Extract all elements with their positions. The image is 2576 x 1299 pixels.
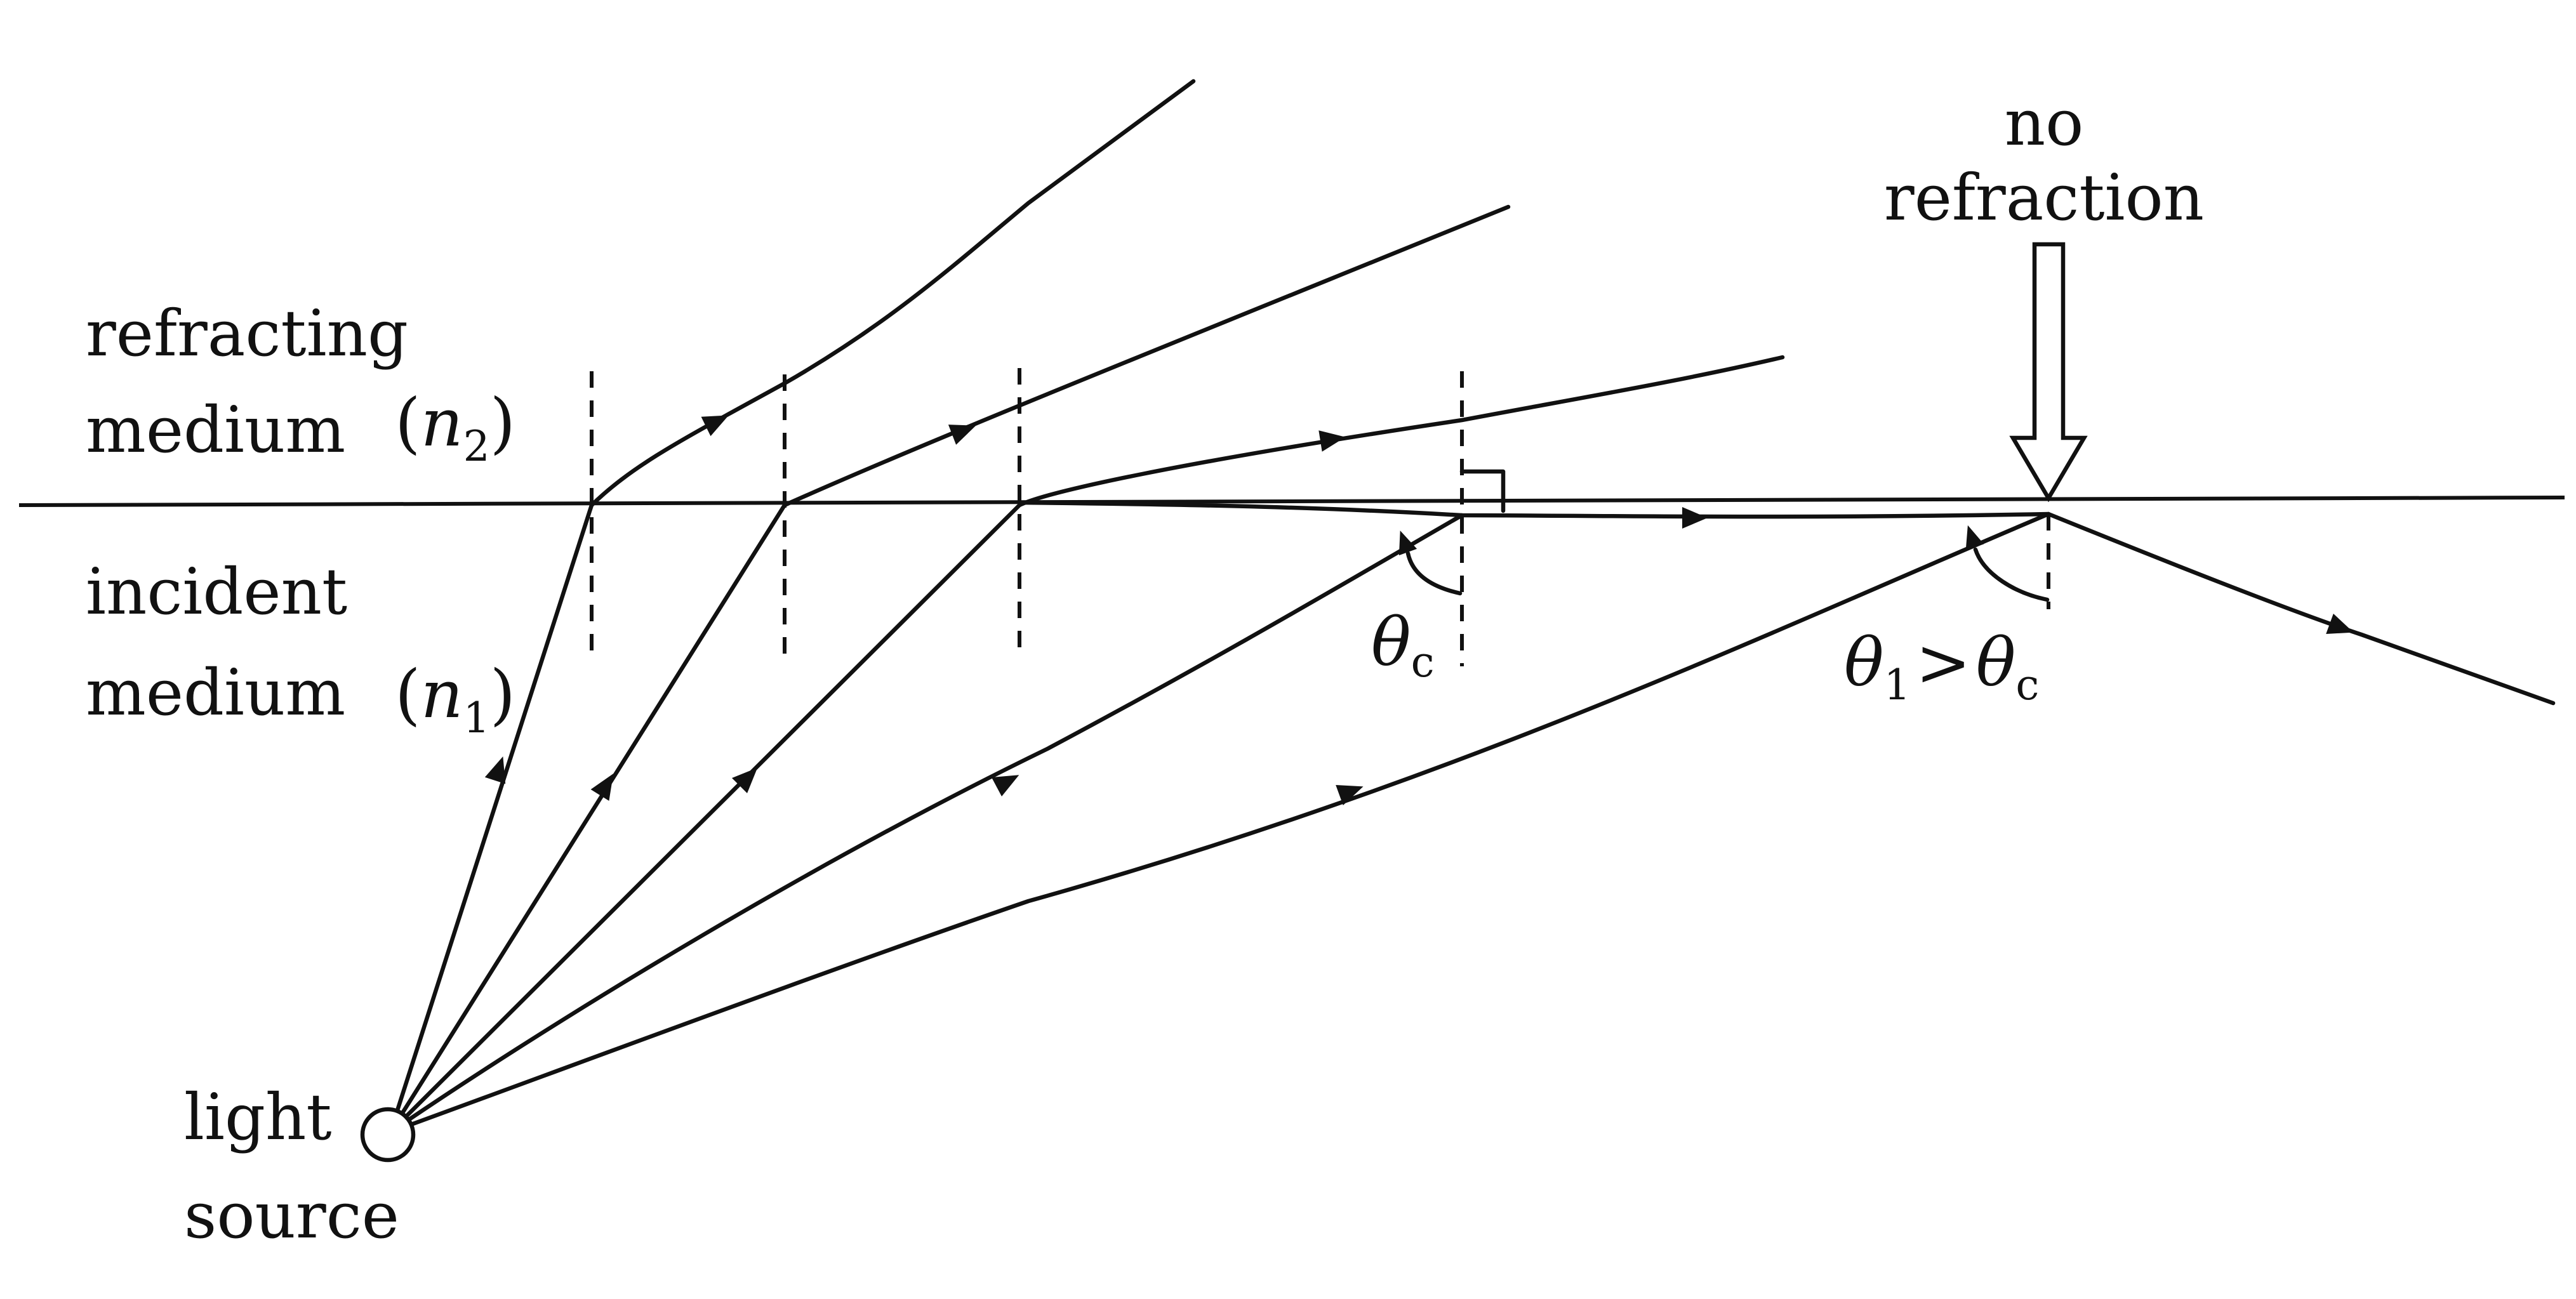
- label-refracting-medium-line1: refracting: [86, 296, 408, 371]
- incidence-angle-arc: [1973, 547, 2050, 602]
- theta-symbol: θ: [1371, 603, 1411, 681]
- theta-symbol: θ: [1844, 624, 1884, 701]
- arrowhead: [1965, 525, 1984, 550]
- label-incident-medium-line1: incident: [86, 555, 347, 629]
- theta-c-subscript: c: [2015, 661, 2039, 709]
- ray-3-incident: [388, 503, 1022, 1135]
- hollow-down-arrow: [2009, 242, 2088, 503]
- n1-subscript: 1: [463, 694, 490, 742]
- theta-1-subscript: 1: [1884, 661, 1911, 709]
- label-refracting-medium-line2: medium: [86, 393, 345, 467]
- arrowhead: [590, 774, 614, 801]
- arrowhead: [1682, 507, 1708, 529]
- ray-2-refracted: [782, 204, 1511, 508]
- theta-c-subscript: c: [1411, 638, 1435, 687]
- greater-than-sign: >: [1916, 624, 1971, 701]
- paren-close: ): [490, 384, 516, 461]
- label-incident-medium-line2: medium: [86, 656, 345, 730]
- arrowhead: [992, 775, 1019, 797]
- paren-close: ): [490, 656, 516, 733]
- arrowhead: [1398, 531, 1417, 556]
- ray-4-incident: [388, 513, 1464, 1135]
- right-angle-marker: [1459, 469, 1506, 513]
- label-light-source-line1: light: [184, 1080, 332, 1154]
- n1-variable: n: [421, 656, 463, 733]
- label-no-refraction-line2: refraction: [1884, 161, 2204, 235]
- label-n2: (n2): [395, 384, 515, 471]
- arrowhead: [2326, 614, 2354, 634]
- ray-5-reflected: [2046, 511, 2556, 706]
- interface-surface: [18, 496, 2565, 507]
- light-source-circle: [360, 1107, 416, 1163]
- label-n1: (n1): [395, 656, 515, 742]
- label-theta1-greater-than-theta-c: θ1>θc: [1844, 624, 2039, 709]
- n2-variable: n: [421, 384, 463, 461]
- paren-open: (: [395, 656, 421, 733]
- arrowhead: [1318, 430, 1346, 452]
- critical-angle-arc: [1405, 551, 1463, 596]
- ray-1-refracted: [589, 79, 1196, 508]
- label-light-source-line2: source: [184, 1178, 399, 1253]
- ray-2-incident: [388, 503, 787, 1135]
- n2-subscript: 2: [463, 422, 490, 471]
- label-no-refraction-line1: no: [2005, 86, 2084, 160]
- label-theta-c: θc: [1371, 603, 1435, 687]
- arrowhead: [948, 425, 976, 445]
- arrowhead: [1336, 785, 1364, 805]
- ray-4-grazing: [1017, 500, 2051, 519]
- arrowhead: [484, 756, 506, 784]
- theta-symbol: θ: [1976, 624, 2016, 701]
- arrowhead: [731, 767, 758, 794]
- ray-5-incident: [388, 511, 2051, 1135]
- arrowhead: [701, 415, 729, 437]
- ray-3-refracted: [1017, 355, 1785, 508]
- paren-open: (: [395, 384, 421, 461]
- ray-1-incident: [388, 503, 594, 1135]
